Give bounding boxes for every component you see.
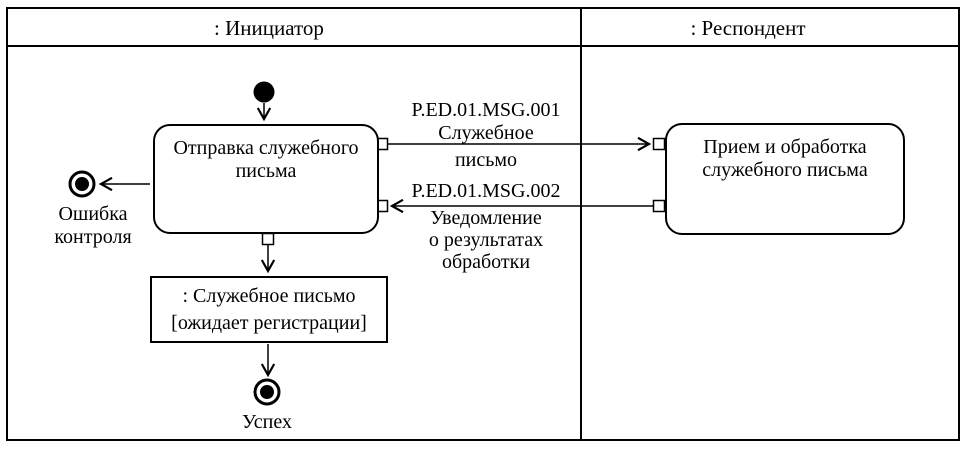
msg-001-name-line1: Служебное [438, 122, 534, 144]
lane-header-initiator: : Инициатор [214, 16, 324, 40]
object-service-letter-state: [ожидает регистрации] [171, 312, 367, 334]
lane-divider [580, 7, 582, 441]
error-final-label-line2: контроля [54, 226, 132, 248]
object-service-letter-name: : Служебное письмо [182, 285, 356, 307]
error-final-label: Ошибка контроля [33, 203, 153, 249]
activity-receive-letter-label-line1: Прием и обработка [703, 136, 867, 158]
activity-receive-letter: Прием и обработка служебного письма [665, 123, 905, 235]
msg-002-id: P.ED.01.MSG.002 [411, 180, 561, 202]
final-node-error-icon [68, 170, 96, 198]
msg-002-name-line3: обработки [441, 251, 531, 273]
final-node-success-icon [253, 378, 281, 406]
activity-receive-letter-label-line2: служебного письма [702, 159, 868, 181]
initial-node-icon [253, 81, 275, 103]
lane-header-respondent: : Респондент [690, 16, 806, 40]
pin-send-bottom-icon [261, 232, 275, 246]
pin-receive-in-icon [652, 137, 666, 151]
msg-002-name-line2: о результатах [428, 229, 544, 251]
activity-send-letter-label-line1: Отправка служебного [173, 137, 359, 159]
pin-receive-out-icon [652, 199, 666, 213]
msg-002-name-line1: Уведомление [430, 207, 542, 229]
lane-header-separator [6, 45, 960, 47]
activity-send-letter-label-line2: письма [235, 160, 297, 182]
msg-001-name-line2: письмо [454, 149, 518, 171]
success-final-label: Успех [242, 411, 292, 433]
msg-001-id: P.ED.01.MSG.001 [411, 99, 561, 121]
error-final-label-line1: Ошибка [58, 203, 128, 225]
diagram-frame [6, 7, 960, 441]
object-service-letter: : Служебное письмо [ожидает регистрации] [150, 276, 388, 343]
activity-send-letter: Отправка служебного письма [153, 124, 379, 234]
